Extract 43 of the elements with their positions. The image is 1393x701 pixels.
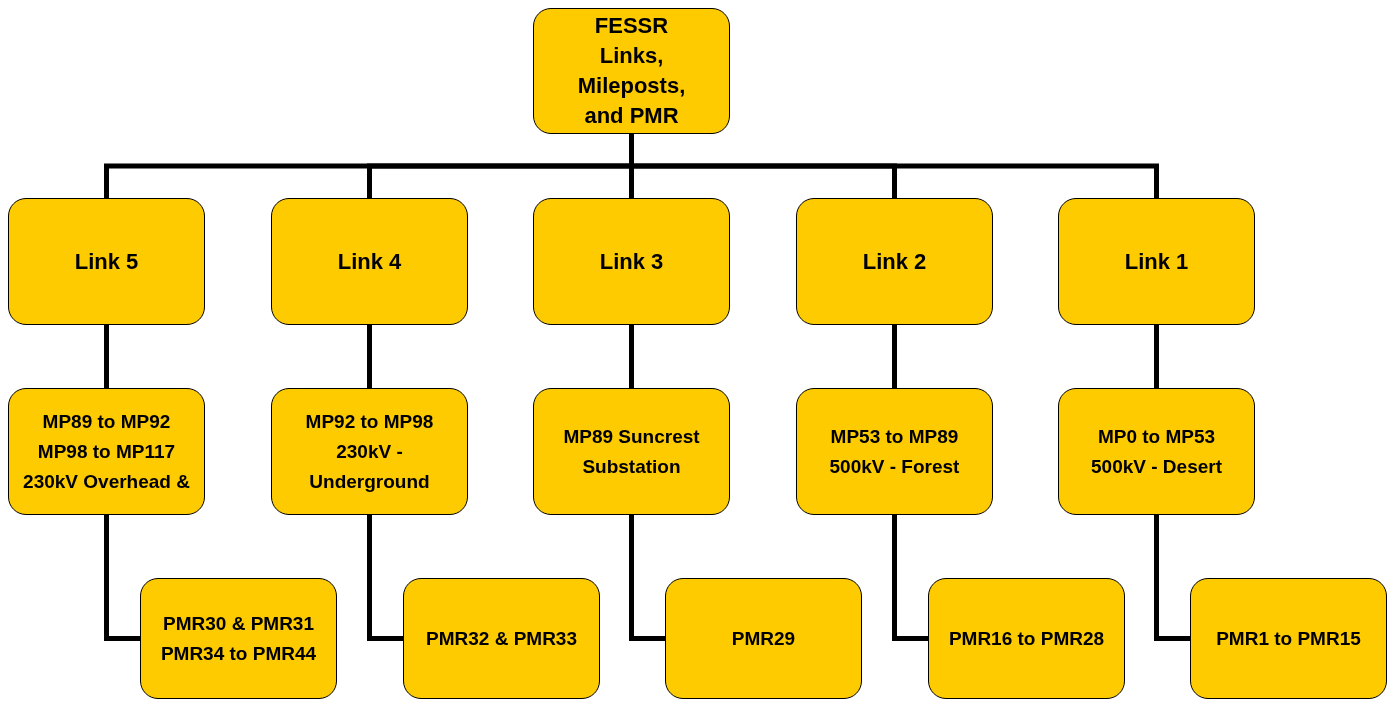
connector-line	[629, 134, 1159, 198]
box-label: Link 5	[74, 247, 139, 276]
connector-line	[367, 515, 403, 641]
org-box	[403, 578, 600, 699]
box-label: MP89 Suncrest Substation	[562, 424, 701, 479]
org-box	[1190, 578, 1387, 699]
org-box	[533, 198, 730, 325]
org-box	[796, 198, 993, 325]
box-label: Link 4	[337, 247, 402, 276]
org-box	[271, 388, 468, 515]
box-label: MP0 to MP53 500kV - Desert	[1090, 424, 1223, 479]
connector-line	[629, 325, 634, 388]
connector-line	[104, 325, 109, 388]
box-label: PMR1 to PMR15	[1216, 626, 1361, 651]
org-box	[8, 388, 205, 515]
org-box	[928, 578, 1125, 699]
box-label: PMR32 & PMR33	[426, 626, 577, 651]
box-label: MP53 to MP89 500kV - Forest	[828, 424, 961, 479]
connector-line	[892, 515, 928, 641]
box-label: FESSR Links, Mileposts, and PMR	[576, 12, 687, 130]
box-label: Link 2	[862, 247, 927, 276]
box-label: Link 1	[1124, 247, 1189, 276]
box-label: MP92 to MP98 230kV - Underground	[304, 409, 435, 494]
connector-line	[629, 515, 665, 641]
connector-line	[1154, 515, 1190, 641]
org-box	[8, 198, 205, 325]
box-label: MP89 to MP92 MP98 to MP117 230kV Overhead &	[22, 409, 191, 494]
org-box	[140, 578, 337, 699]
org-box	[796, 388, 993, 515]
connector-line	[367, 325, 372, 388]
org-box	[665, 578, 862, 699]
org-box	[533, 388, 730, 515]
connector-line	[1154, 325, 1159, 388]
org-box	[1058, 198, 1255, 325]
box-label: PMR30 & PMR31 PMR34 to PMR44	[159, 611, 318, 666]
connector-line	[892, 325, 897, 388]
box-label: PMR16 to PMR28	[948, 626, 1105, 651]
box-label: Link 3	[599, 247, 664, 276]
box-label: PMR29	[731, 626, 796, 651]
org-box	[271, 198, 468, 325]
org-box	[533, 8, 730, 134]
connector-line	[104, 515, 140, 641]
org-box	[1058, 388, 1255, 515]
